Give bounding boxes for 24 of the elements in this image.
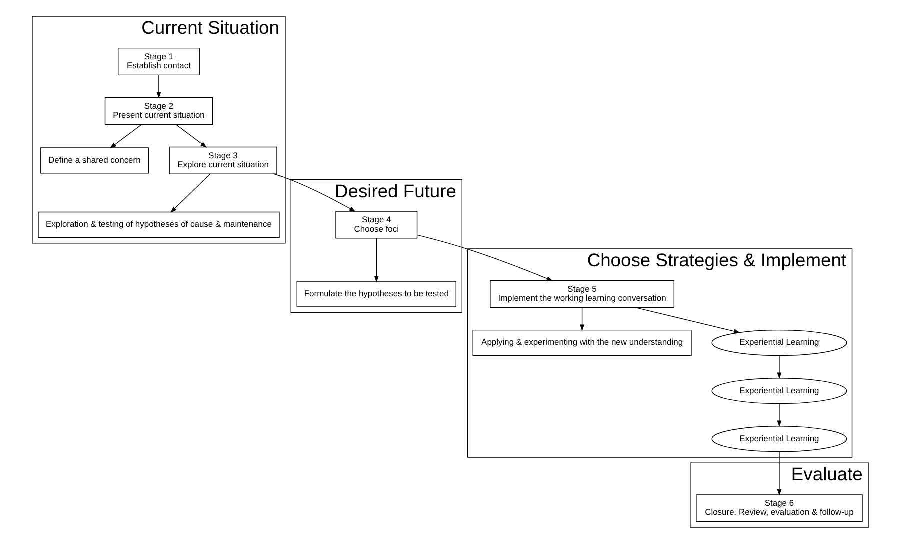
node-ellipse: Experiential Learning xyxy=(712,426,848,452)
arrow xyxy=(777,356,782,380)
arrow xyxy=(170,174,211,213)
arrow xyxy=(156,74,162,99)
node-box: Stage 5 Implement the working learning conversation xyxy=(490,280,675,308)
node-box: Stage 1 Establish contact xyxy=(118,48,200,76)
arrow xyxy=(777,452,782,496)
arrow xyxy=(110,124,142,149)
node-box: Stage 3 Explore current situation xyxy=(169,146,278,174)
arrow xyxy=(777,404,782,428)
arrow xyxy=(417,234,554,282)
node-box: Formulate the hypotheses to be tested xyxy=(296,281,456,308)
node-box: Applying & experimenting with the new understanding xyxy=(472,330,692,356)
node-box: Stage 4 Choose foci xyxy=(336,211,418,239)
arrow xyxy=(635,307,740,334)
arrow xyxy=(274,174,356,212)
node-box: Define a shared concern xyxy=(40,148,150,174)
arrow xyxy=(176,124,208,148)
arrow xyxy=(374,238,379,283)
node-box: Exploration & testing of hypotheses of cause & maintenance xyxy=(38,212,280,238)
arrow xyxy=(580,308,585,332)
node-box: Stage 2 Present current situation xyxy=(104,97,214,125)
node-box: Stage 6 Closure. Review, evaluation & follow-up xyxy=(696,494,863,522)
node-ellipse: Experiential Learning xyxy=(712,378,848,404)
